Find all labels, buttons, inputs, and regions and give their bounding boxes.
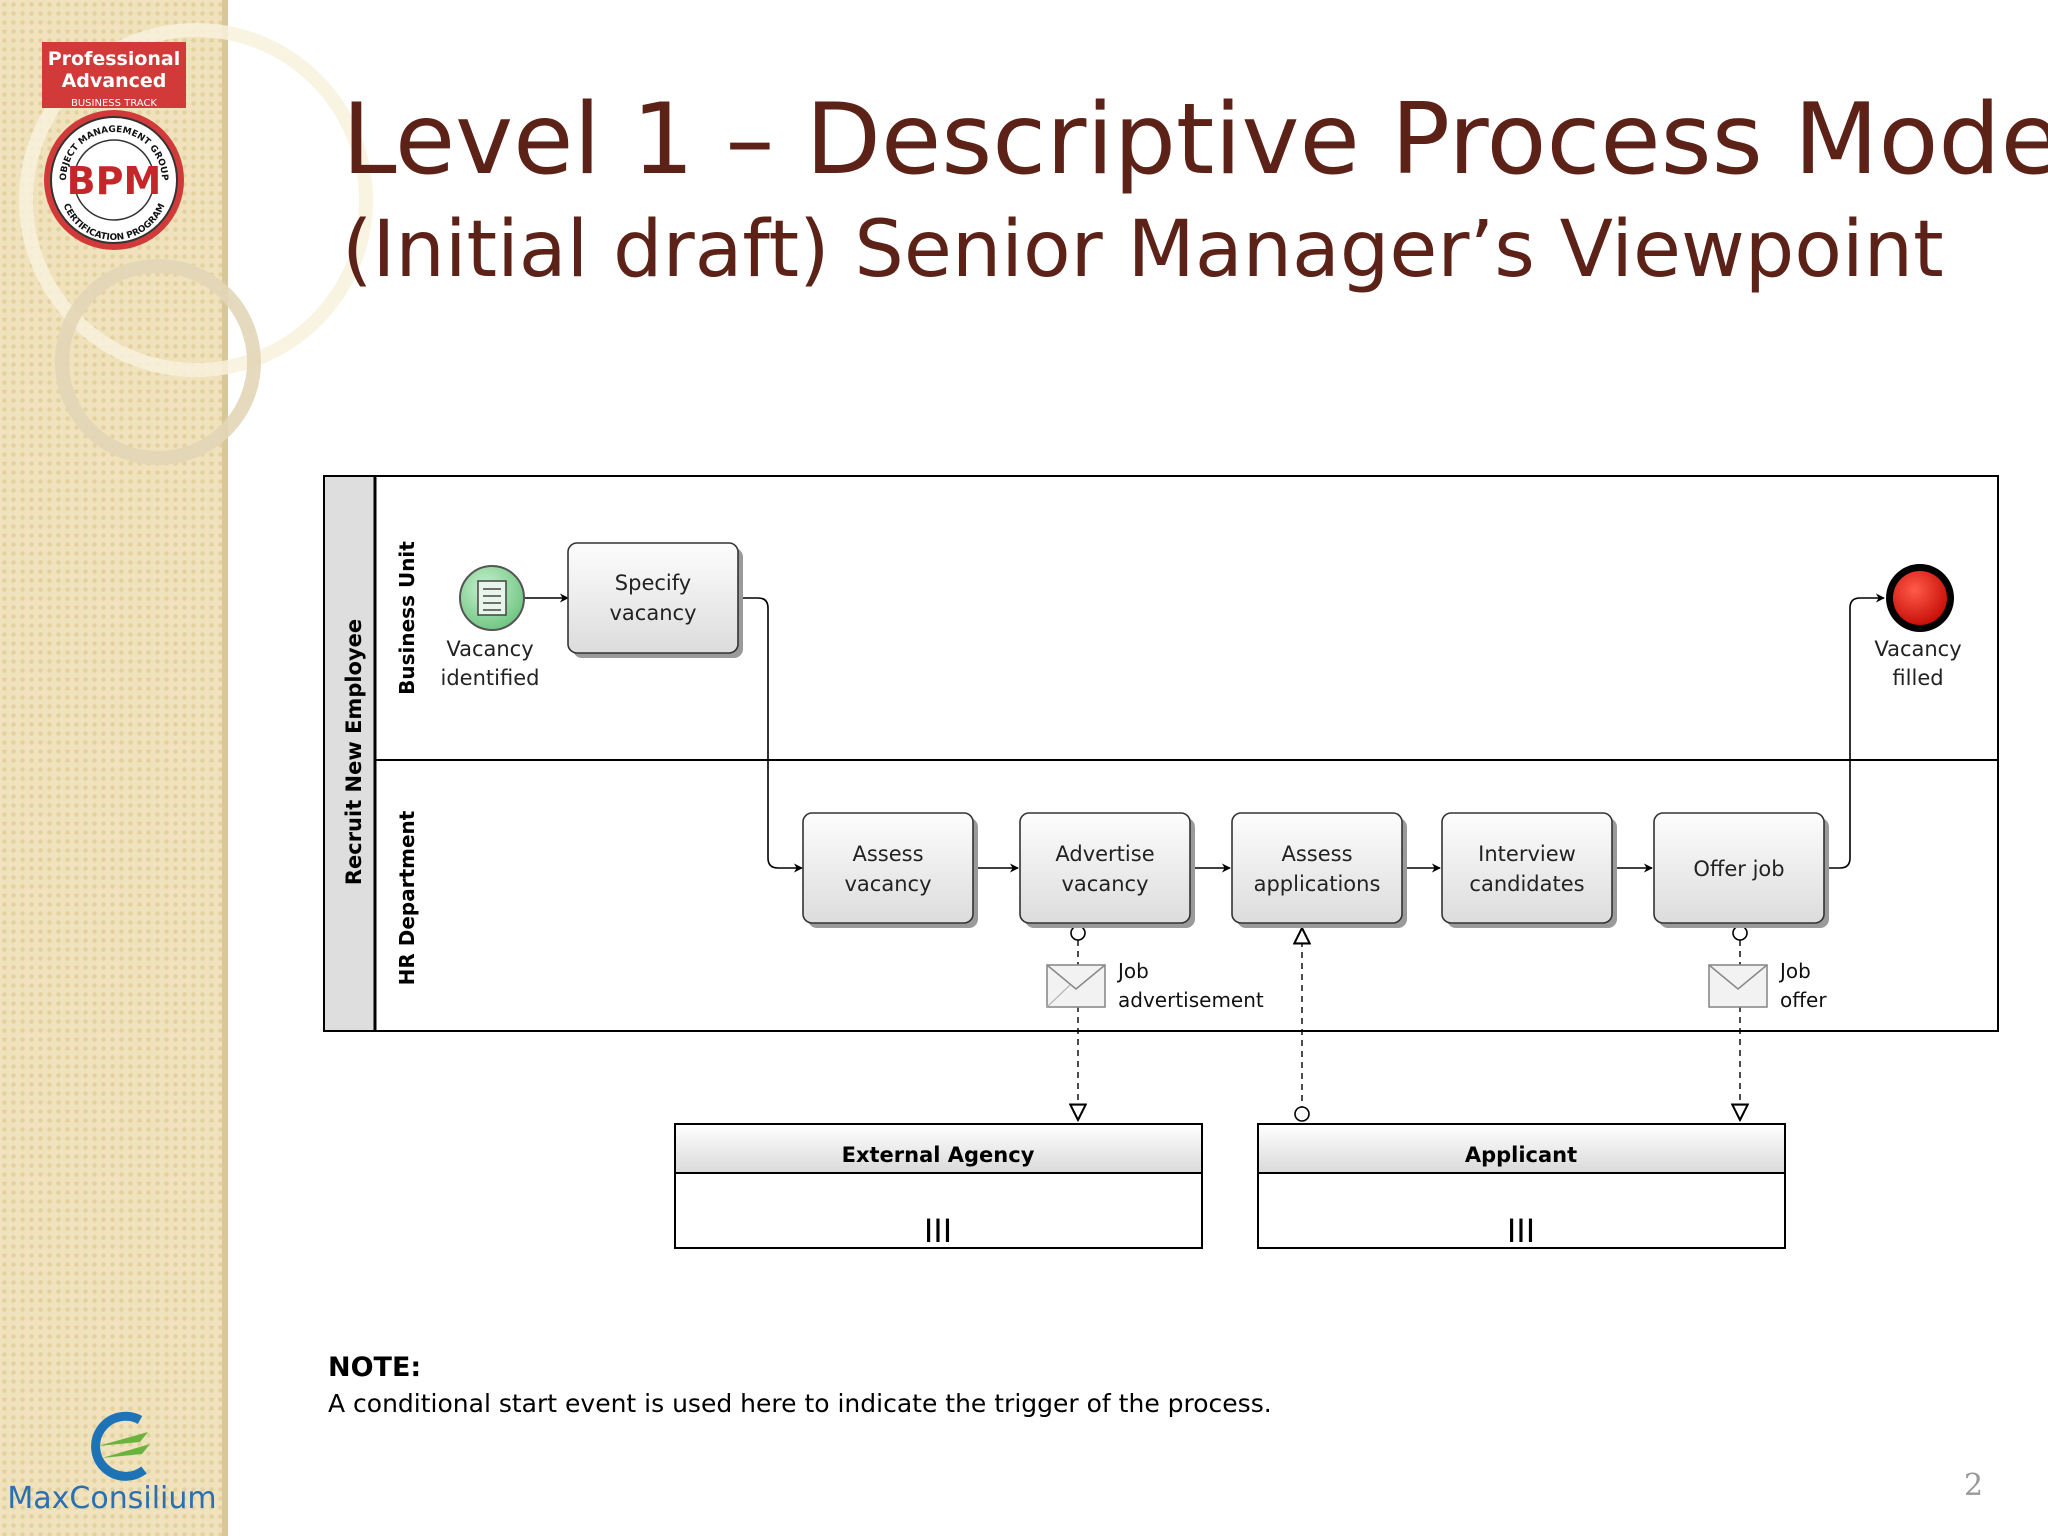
task-assess-applications[interactable]: Assess applications [1231, 812, 1407, 928]
task-assess-vacancy-label-1: Assess [852, 842, 923, 866]
task-advertise-vacancy[interactable]: Advertise vacancy [1019, 812, 1195, 928]
task-specify-vacancy[interactable]: Specify vacancy [567, 542, 743, 658]
multi-instance-marker: III [1507, 1212, 1535, 1250]
badge-seal-text: BPM [67, 159, 162, 203]
message-job-advertisement[interactable]: Job advertisement [1046, 959, 1264, 1012]
note-text: A conditional start event is used here t… [328, 1389, 1272, 1418]
note-heading: NOTE: [328, 1352, 422, 1383]
pool-applicant-label: Applicant [1465, 1143, 1577, 1167]
task-assess-applications-label-1: Assess [1281, 842, 1352, 866]
message-flow-origins [1070, 925, 1748, 1122]
task-assess-vacancy-label-2: vacancy [845, 872, 932, 896]
task-offer-label: Offer job [1693, 857, 1784, 881]
end-event-label-1: Vacancy [1874, 637, 1961, 661]
task-interview-label-1: Interview [1478, 842, 1576, 866]
multi-instance-marker: III [924, 1212, 952, 1250]
slide-subtitle: (Initial draft) Senior Manager’s Viewpoi… [342, 205, 1944, 295]
badge-line1: Professional [48, 48, 181, 70]
pool-external-agency[interactable]: External Agency III [674, 1123, 1203, 1250]
task-advertise-label-2: vacancy [1062, 872, 1149, 896]
sidebar-rings [19, 23, 373, 465]
task-assess-vacancy[interactable]: Assess vacancy [802, 812, 978, 928]
sidebar-edge [222, 0, 228, 1536]
task-assess-applications-label-2: applications [1254, 872, 1381, 896]
lane-label-business-unit: Business Unit [395, 541, 419, 695]
task-interview-label-2: candidates [1469, 872, 1584, 896]
maxconsilium-logo: MaxConsilium [7, 1411, 217, 1516]
end-event-vacancy-filled[interactable]: Vacancy filled [1874, 564, 1962, 690]
start-event-label-2: identified [441, 666, 540, 690]
task-specify-label-1: Specify [615, 571, 691, 595]
message-flows [1078, 928, 1740, 1120]
task-interview-candidates[interactable]: Interview candidates [1441, 812, 1617, 928]
badge-line2: Advanced [62, 70, 167, 92]
start-event-vacancy-identified[interactable]: Vacancy identified [441, 565, 540, 690]
message-job-ad-label-2: advertisement [1118, 988, 1264, 1012]
page-number: 2 [1964, 1468, 1984, 1503]
slide-title: Level 1 – Descriptive Process Model [342, 83, 2048, 197]
start-event-label-1: Vacancy [446, 637, 533, 661]
pool-label: Recruit New Employee [342, 619, 366, 885]
message-job-offer-label-2: offer [1780, 988, 1827, 1012]
message-job-ad-label-1: Job [1116, 959, 1149, 983]
task-advertise-label-1: Advertise [1055, 842, 1154, 866]
bpm-certification-badge: Professional Advanced BUSINESS TRACK BPM… [42, 42, 186, 250]
pool-applicant[interactable]: Applicant III [1257, 1123, 1786, 1250]
badge-line3: BUSINESS TRACK [71, 98, 157, 109]
task-offer-job[interactable]: Offer job [1653, 812, 1829, 928]
message-job-offer-label-1: Job [1778, 959, 1811, 983]
pool-external-agency-label: External Agency [842, 1143, 1035, 1167]
note-block: NOTE: A conditional start event is used … [328, 1350, 1828, 1422]
message-job-offer[interactable]: Job offer [1708, 959, 1827, 1012]
task-specify-label-2: vacancy [610, 601, 697, 625]
end-event-label-2: filled [1892, 666, 1943, 690]
sequence-flows [524, 593, 1885, 873]
slide-title-block: Level 1 – Descriptive Process Model (Ini… [342, 80, 2048, 300]
lane-label-hr-department: HR Department [395, 810, 419, 985]
logo-text: MaxConsilium [7, 1481, 216, 1516]
